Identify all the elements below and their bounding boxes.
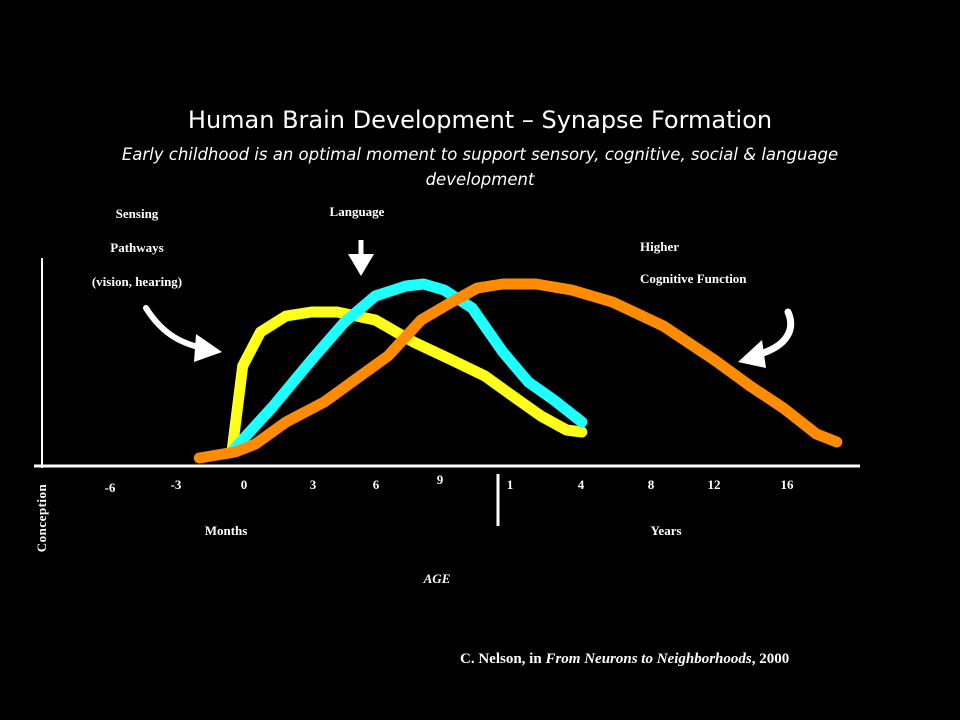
x-tick-label: 0 xyxy=(240,477,248,492)
x-tick-label: -3 xyxy=(170,477,182,492)
label-sensing-2: Pathways xyxy=(110,240,164,255)
citation: C. Nelson, in From Neurons to Neighborho… xyxy=(460,651,789,668)
label-higher-2: Cognitive Function xyxy=(640,271,747,286)
label-language: Language xyxy=(329,204,385,219)
citation-source: From Neurons to Neighborhoods xyxy=(545,651,752,667)
chart-title: Human Brain Development – Synapse Format… xyxy=(187,106,773,134)
higher-function-arrow-icon xyxy=(738,308,795,368)
x-tick-label: 8 xyxy=(647,477,655,492)
series-line-2 xyxy=(193,278,843,464)
label-higher-1: Higher xyxy=(640,239,679,254)
x-tick-label: 12 xyxy=(707,477,721,492)
series-line-1 xyxy=(229,278,588,454)
x-tick-label: -6 xyxy=(104,480,116,495)
months-label: Months xyxy=(204,523,248,538)
x-tick-label: 4 xyxy=(577,477,585,492)
sensing-arrow-icon xyxy=(143,305,222,362)
x-tick-label: 16 xyxy=(780,477,794,492)
language-arrow-icon xyxy=(348,240,374,276)
x-axis-title: AGE xyxy=(423,571,451,586)
citation-prefix: C. Nelson, in xyxy=(460,651,546,667)
label-sensing-1: Sensing xyxy=(115,206,159,221)
label-sensing-3: (vision, hearing) xyxy=(91,274,183,289)
citation-suffix: , 2000 xyxy=(751,651,790,667)
years-label: Years xyxy=(650,523,682,538)
conception-label: Conception xyxy=(34,483,49,553)
x-tick-label: 3 xyxy=(309,477,317,492)
series-line-0 xyxy=(226,306,588,454)
chart-subtitle: Early childhood is an optimal moment to … xyxy=(121,145,839,189)
x-tick-label: 9 xyxy=(436,472,444,487)
x-tick-label: 6 xyxy=(372,477,380,492)
x-tick-label: 1 xyxy=(506,477,514,492)
